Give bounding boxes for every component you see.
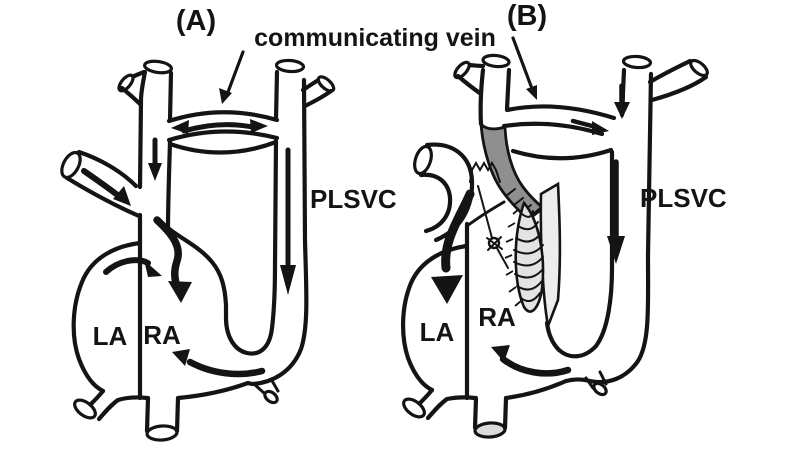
panel-a: (A) PLSVC LA RA: [60, 5, 397, 442]
communicating-vein-top-b: [504, 104, 617, 121]
ivc-left-b: [472, 395, 479, 431]
ra-label-b: RA: [478, 302, 516, 332]
rsvc-left-edge-a: [137, 69, 148, 190]
communicating-vein-flow-arrow-b: [570, 118, 609, 135]
right-stub-edge1-a: [252, 382, 266, 395]
divided-svc-shaded-band: [479, 119, 545, 221]
ivc-opening-a: [145, 424, 179, 442]
plsvc-branch-opening-b: [689, 58, 709, 78]
communicating-vein-top-a: [166, 110, 280, 124]
thick-arrow-into-la-b: [431, 189, 475, 304]
plsvc-right-and-u-outer-b: [563, 71, 654, 385]
ligature-knot: [477, 185, 509, 269]
plsvc-branch-opening-a: [316, 75, 336, 93]
plsvc-branch-lower-a: [302, 88, 334, 109]
right-stub-opening-a: [263, 389, 279, 405]
left-stub-edge2-b: [425, 395, 478, 421]
la-outline-a: [71, 240, 143, 394]
rsvc-flow-arrow-a: [148, 137, 162, 181]
heart-top-edge-a: [167, 139, 279, 155]
ra-label-a: RA: [143, 320, 181, 350]
la-arc-arrow-a: [103, 257, 162, 277]
panel-a-label: (A): [176, 5, 216, 37]
right-stub-edge1-b: [584, 376, 595, 390]
ivc-right-and-bottom-b: [502, 378, 569, 431]
oversewn-stump-serration: [469, 160, 501, 183]
hook-vessel-inner-b: [418, 172, 453, 234]
innominate-flow-arrow-a: [81, 168, 131, 206]
left-stub-edge1-b: [417, 387, 435, 406]
bidirectional-arrow-communicating-vein: [171, 119, 268, 134]
patch-suture-hatching: [513, 210, 544, 303]
rsvc-opening-a: [143, 59, 173, 75]
ivc-left-a: [144, 395, 151, 434]
hook-vessel-opening-b: [413, 144, 433, 176]
rsvc-left-edge-b: [478, 67, 486, 127]
plsvc-branch-upper-b: [647, 58, 693, 85]
ivc-opening-b: [473, 421, 507, 439]
la-outline-b: [400, 243, 469, 393]
panel-b: (B) PLSVC LA RA: [400, 0, 727, 439]
heart-top-edge-b: [510, 147, 614, 161]
plsvc-right-and-u-outer-a: [245, 77, 309, 387]
la-label-b: LA: [420, 317, 455, 347]
rsvc-branch-lower-b: [455, 73, 484, 97]
innominate-lower-a: [64, 175, 142, 219]
coronary-sinus-arrow-b: [491, 345, 572, 377]
right-stub-edge2-a: [269, 377, 280, 393]
sutured-patch: [514, 200, 545, 313]
plsvc-label-a: PLSVC: [310, 184, 397, 214]
plsvc-top-flow-arrow-b: [614, 83, 630, 119]
left-stub-opening-b: [402, 397, 426, 419]
pointer-arrow-a: [219, 50, 245, 104]
right-stub-opening-b: [592, 381, 608, 397]
left-stub-opening-a: [73, 398, 97, 420]
rsvc-branch-opening-b: [453, 60, 471, 80]
panel-b-label: (B): [507, 0, 547, 32]
patch-edge-stitches: [504, 208, 522, 307]
ivc-right-and-bottom-a: [174, 380, 251, 434]
plsvc-label-b: PLSVC: [640, 183, 727, 213]
rsvc-right-edge-a: [167, 70, 174, 123]
left-stub-edge2-a: [96, 395, 150, 422]
plsvc-opening-b: [621, 54, 653, 70]
pointer-arrow-b: [511, 36, 537, 100]
rsvc-branch-lower-a: [119, 85, 143, 107]
left-stub-edge1-a: [88, 388, 106, 407]
plsvc-left-upper-a: [273, 69, 280, 122]
la-label-a: LA: [93, 321, 128, 351]
inner-chamber-boundary-b: [544, 149, 615, 359]
plsvc-branch-lower-b: [649, 74, 709, 103]
coronary-sinus-arrow-a: [172, 349, 266, 378]
plsvc-flow-arrow-b: [607, 159, 625, 264]
communicating-vein-label: communicating vein: [254, 24, 496, 52]
baffle-sheet: [539, 181, 562, 331]
right-stub-edge2-b: [598, 370, 608, 386]
plsvc-flow-arrow-a: [280, 147, 296, 295]
communicating-vein-bottom-a: [166, 129, 280, 143]
svc-to-ra-wavy-arrow-a: [153, 216, 192, 303]
innominate-upper-a: [76, 149, 139, 189]
plsvc-opening-a: [274, 58, 306, 74]
rsvc-right-edge-b: [504, 67, 512, 112]
inner-chamber-boundary-a: [165, 138, 279, 356]
rsvc-opening-b: [481, 53, 511, 69]
innominate-opening-a: [60, 150, 82, 180]
